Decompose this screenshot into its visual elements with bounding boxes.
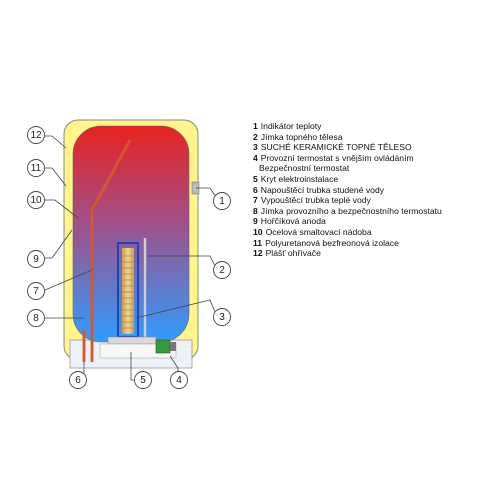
legend-text: Vypouštěcí trubka teplé vody	[260, 195, 371, 206]
legend-number: 12	[253, 248, 263, 259]
legend-number: 7	[253, 195, 258, 206]
callout-number: 12	[30, 130, 42, 141]
callout-8: 8	[27, 309, 45, 327]
legend-text: Plášť ohřívače	[265, 248, 321, 259]
callout-number: 3	[219, 312, 225, 323]
callout-number: 9	[33, 254, 39, 265]
callout-circle	[27, 126, 45, 144]
legend-number: 1	[253, 121, 258, 131]
legend-text: Indikátor teploty	[260, 121, 322, 131]
callout-circle	[69, 371, 87, 389]
callout-circle	[213, 192, 231, 210]
thermostat-knob	[170, 342, 176, 351]
legend-text: Jímka provozního a bezpečnostního termos…	[260, 205, 442, 216]
legend-number: 10	[253, 226, 263, 237]
element-flange	[107, 336, 157, 345]
callout-1: 1	[213, 192, 231, 210]
legend-text: Polyuretanová bezfreonová izolace	[265, 237, 399, 248]
callout-2: 2	[213, 261, 231, 279]
legend-text: Ocelová smaltovací nádoba	[265, 226, 372, 237]
callout-circle	[27, 191, 45, 209]
callout-number: 7	[33, 286, 39, 297]
legend-text: Napouštěcí trubka studené vody	[260, 184, 385, 195]
legend-number: 5	[253, 173, 258, 184]
callout-5: 5	[134, 371, 152, 389]
legend-text: Provozní termostat s vnějším ovládáním	[260, 152, 414, 163]
legend-text: SUCHÉ KERAMICKÉ TOPNÉ TĚLESO	[260, 142, 412, 153]
callout-circle	[213, 308, 231, 326]
callout-circle	[27, 250, 45, 268]
ceramic-heating-element	[122, 248, 134, 334]
callout-circle	[27, 159, 45, 177]
callout-circle	[170, 371, 188, 389]
callout-number: 10	[30, 195, 42, 206]
legend-text: Hořčíková anoda	[260, 216, 326, 227]
legend-number: 9	[253, 216, 258, 227]
callout-number: 6	[75, 375, 81, 386]
callout-circle	[134, 371, 152, 389]
callout-6: 6	[69, 371, 87, 389]
callout-11: 11	[27, 159, 45, 177]
legend-number: 6	[253, 184, 258, 195]
legend-text: Jímka topného tělesa	[260, 131, 343, 142]
callout-circle	[27, 282, 45, 300]
callout-7: 7	[27, 282, 45, 300]
callout-number: 1	[219, 196, 225, 207]
callout-3: 3	[213, 308, 231, 326]
legend-text: Kryt elektroinstalace	[260, 173, 339, 184]
callout-9: 9	[27, 250, 45, 268]
callout-circle	[27, 309, 45, 327]
legend-text-continued: Bezpečnostní termostat	[259, 163, 350, 174]
legend-number: 11	[253, 237, 263, 248]
callout-number: 5	[140, 375, 146, 386]
legend-number: 4	[253, 152, 258, 163]
callout-circle	[213, 261, 231, 279]
legend-number: 2	[253, 131, 258, 142]
callout-10: 10	[27, 191, 45, 209]
thermostat-box	[155, 339, 171, 354]
legend-number: 3	[253, 142, 258, 153]
callout-number: 4	[176, 375, 182, 386]
callout-number: 11	[31, 163, 42, 174]
hot-water-pipe	[90, 139, 132, 362]
callout-number: 8	[33, 313, 39, 324]
ceramic-element-segments	[122, 255, 134, 329]
callout-4: 4	[170, 371, 188, 389]
legend-number: 8	[253, 205, 258, 216]
callout-12: 12	[27, 126, 45, 144]
callout-number: 2	[219, 265, 225, 276]
